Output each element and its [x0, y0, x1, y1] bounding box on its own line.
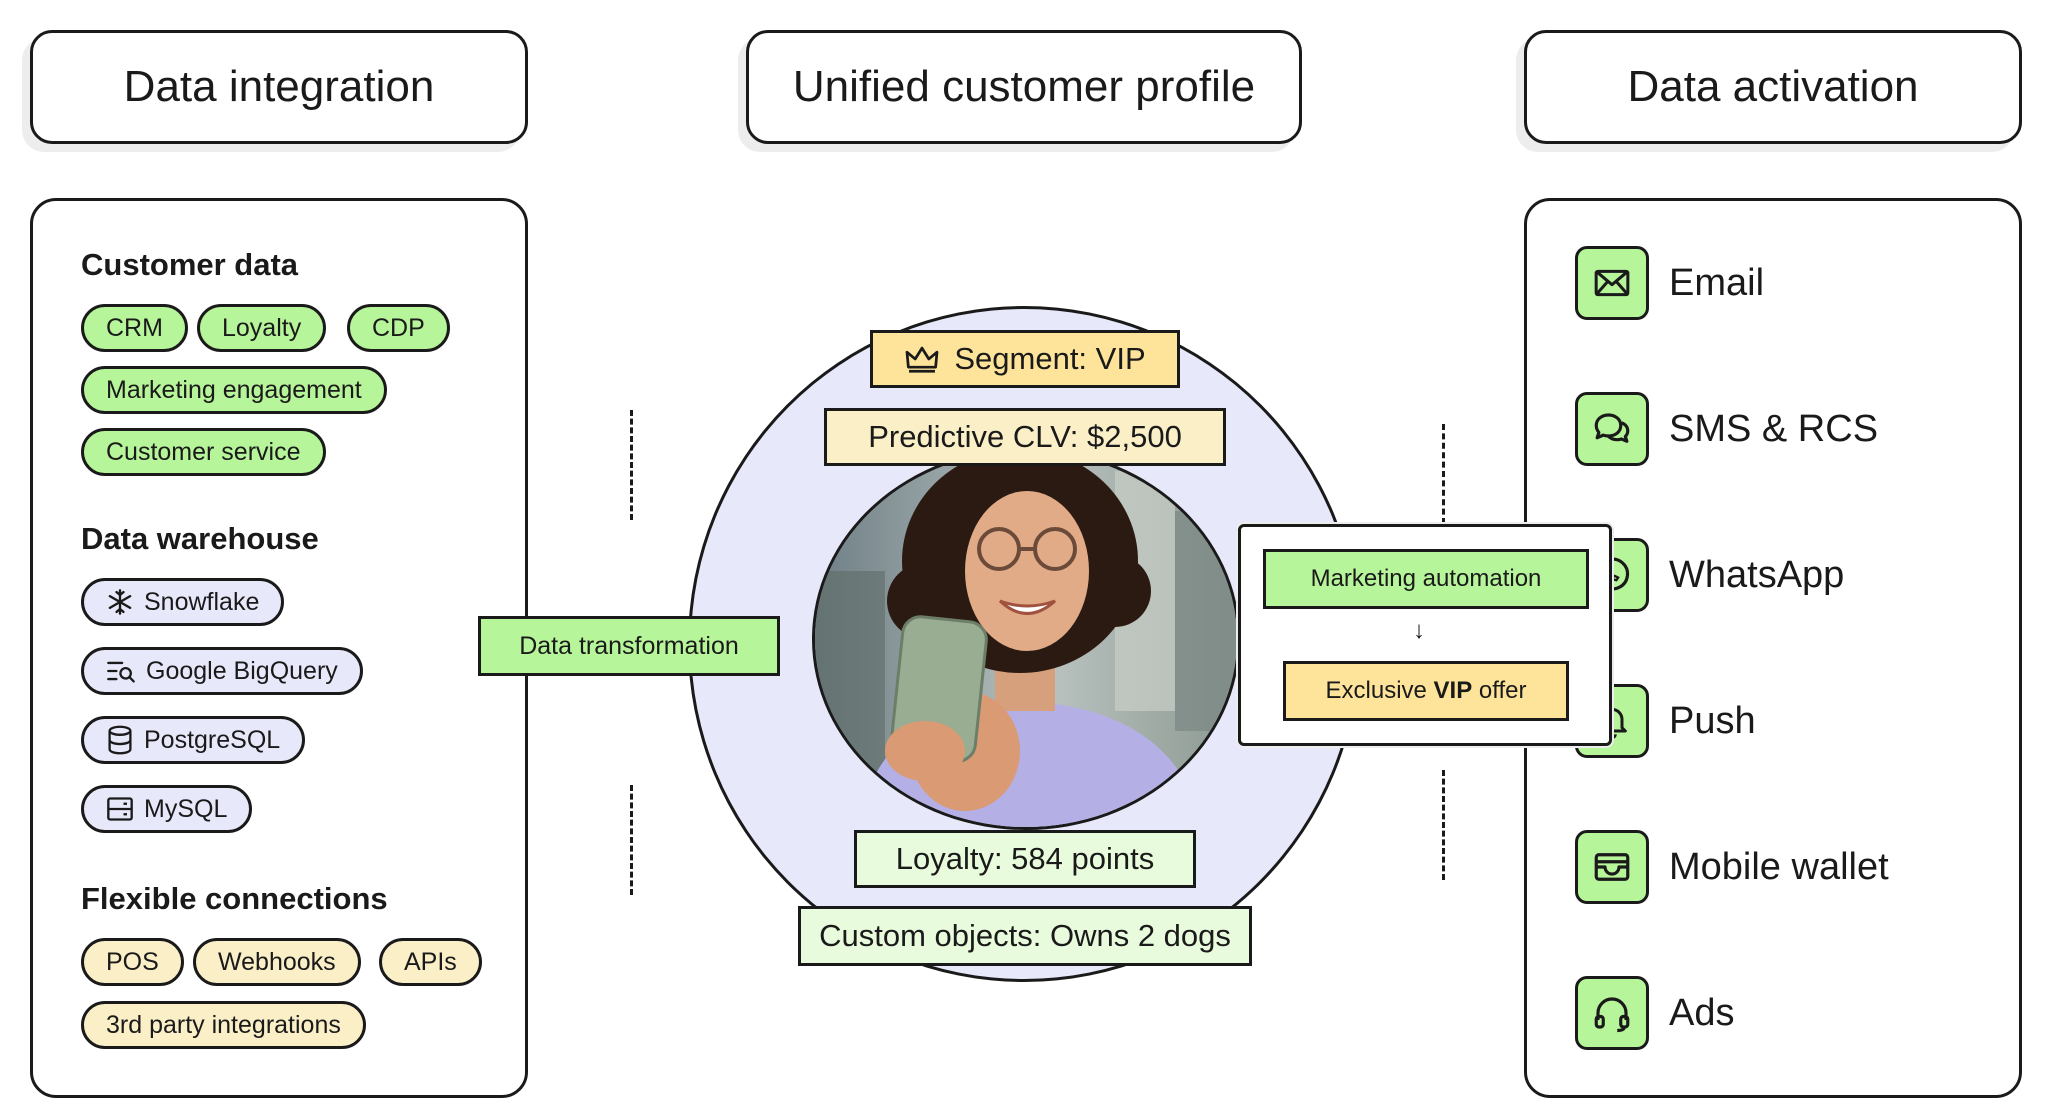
flow-arrow-icon: ↓: [1413, 617, 1425, 644]
loyalty-text: Loyalty: 584 points: [895, 841, 1155, 876]
headphones-icon: [1575, 976, 1649, 1050]
channel-email: Email: [1575, 245, 1764, 321]
vip-offer-box: Exclusive VIP offer: [1283, 661, 1569, 721]
pill-pos: POS: [81, 938, 184, 986]
data-transformation-box: Data transformation: [478, 616, 780, 676]
data-transformation-text: Data transformation: [519, 631, 739, 660]
pill-webhooks: Webhooks: [193, 938, 361, 986]
channel-label: Push: [1669, 699, 1756, 742]
marketing-automation-box: Marketing automation: [1263, 549, 1589, 609]
server-icon: [107, 797, 133, 821]
channel-label: WhatsApp: [1669, 553, 1845, 596]
channel-ads: Ads: [1575, 975, 1734, 1051]
predictive-clv-label: Predictive CLV: $2,500: [824, 408, 1226, 466]
header-title: Unified customer profile: [792, 62, 1256, 111]
pill-3rd-party-integrations: 3rd party integrations: [81, 1001, 366, 1049]
pill-loyalty: Loyalty: [197, 304, 327, 352]
crown-icon: [905, 346, 939, 373]
custom-objects-label: Custom objects: Owns 2 dogs: [798, 906, 1252, 966]
pill-postgresql: PostgreSQL: [81, 716, 306, 764]
custom-objects-text: Custom objects: Owns 2 dogs: [819, 918, 1231, 953]
header-data-integration: Data integration: [30, 30, 528, 144]
pill-google-bigquery: Google BigQuery: [81, 647, 363, 695]
header-title: Data activation: [1627, 62, 1919, 111]
vip-offer-bold: VIP: [1433, 677, 1473, 704]
pill-cdp: CDP: [347, 304, 450, 352]
chat-bubbles-icon: [1575, 392, 1649, 466]
pill-customer-service: Customer service: [81, 428, 326, 476]
envelope-icon: [1575, 246, 1649, 320]
header-data-activation: Data activation: [1524, 30, 2022, 144]
connector-right-bottom: [1442, 770, 1445, 880]
pill-apis: APIs: [379, 938, 482, 986]
section-title-data-warehouse: Data warehouse: [81, 521, 319, 556]
customer-photo: [812, 448, 1240, 830]
database-icon: [108, 725, 132, 755]
pill-crm: CRM: [81, 304, 188, 352]
channel-label: Email: [1669, 261, 1765, 304]
wallet-icon: [1575, 830, 1649, 904]
channel-whatsapp: WhatsApp: [1575, 537, 1844, 613]
pill-label: Snowflake: [144, 587, 260, 616]
channel-sms-rcs: SMS & RCS: [1575, 391, 1878, 467]
connector-left-top: [630, 410, 633, 520]
loyalty-label: Loyalty: 584 points: [854, 830, 1196, 888]
automation-flow-panel: Marketing automation ↓ Exclusive VIP off…: [1238, 524, 1612, 746]
segment-label: Segment: VIP: [870, 330, 1180, 388]
channel-label: Mobile wallet: [1669, 845, 1889, 888]
pill-mysql: MySQL: [81, 785, 253, 833]
vip-offer-suffix: offer: [1472, 677, 1527, 704]
connector-right-top: [1442, 424, 1445, 524]
vip-offer-prefix: Exclusive: [1325, 677, 1434, 704]
marketing-automation-text: Marketing automation: [1310, 565, 1542, 592]
pill-marketing-engagement: Marketing engagement: [81, 366, 387, 414]
segment-text: Segment: VIP: [954, 341, 1146, 376]
channel-mobile-wallet: Mobile wallet: [1575, 829, 1889, 905]
section-title-customer-data: Customer data: [81, 247, 299, 282]
section-title-flexible-connections: Flexible connections: [81, 881, 388, 916]
pill-label: Google BigQuery: [146, 656, 338, 685]
pill-label: MySQL: [144, 794, 228, 823]
connector-left-bottom: [630, 785, 633, 895]
channel-label: SMS & RCS: [1669, 407, 1879, 450]
predictive-clv-text: Predictive CLV: $2,500: [868, 419, 1182, 454]
snowflake-icon: [108, 589, 132, 615]
search-list-icon: [107, 661, 135, 683]
data-integration-panel: Customer data CRM Loyalty CDP Marketing …: [30, 198, 528, 1098]
pill-snowflake: Snowflake: [81, 578, 285, 626]
channel-label: Ads: [1669, 991, 1735, 1034]
header-title: Data integration: [123, 62, 435, 111]
pill-label: PostgreSQL: [144, 725, 281, 754]
header-unified-customer-profile: Unified customer profile: [746, 30, 1302, 144]
